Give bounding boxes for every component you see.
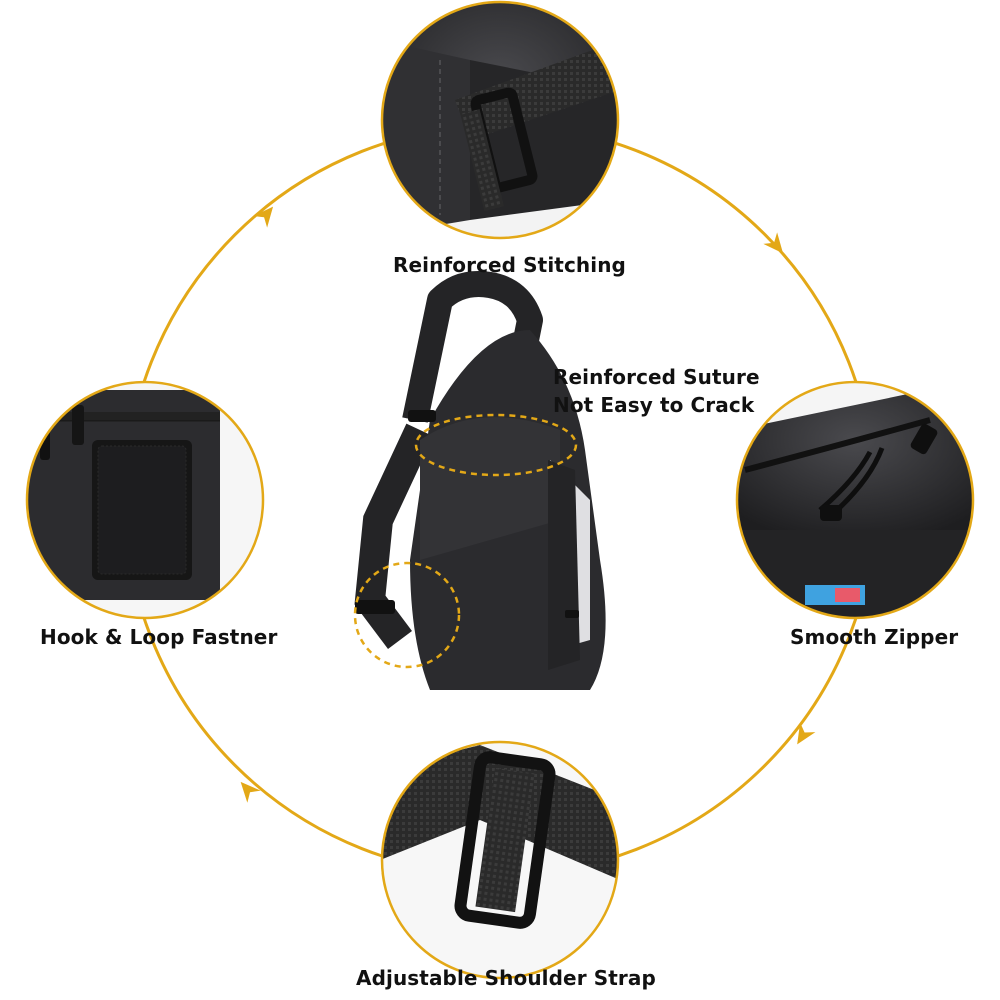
detail-strap-photo [380, 740, 620, 980]
arrow-bottom-right-icon [797, 722, 816, 745]
arrow-top-right-icon [763, 232, 784, 254]
direction-arrows [240, 206, 816, 803]
detail-hook-loop-photo [25, 380, 265, 620]
label-suture-line1: Reinforced Suture [553, 365, 760, 389]
arrow-top-left-icon [253, 206, 274, 228]
label-suture-line2: Not Easy to Crack [553, 393, 755, 417]
detail-stitching-photo [380, 0, 620, 240]
suture-highlight-ellipse [414, 413, 578, 477]
buckle-highlight-circle [353, 561, 461, 669]
label-hook-loop-fastner: Hook & Loop Fastner [40, 625, 278, 649]
detail-zipper-photo [735, 380, 975, 620]
label-reinforced-suture: Reinforced Suture Not Easy to Crack [553, 363, 760, 419]
sling-bag-photo [354, 271, 606, 690]
label-reinforced-stitching: Reinforced Stitching [393, 253, 626, 277]
arrow-bottom-left-icon [240, 781, 261, 803]
label-smooth-zipper: Smooth Zipper [790, 625, 959, 649]
label-adjustable-shoulder-strap: Adjustable Shoulder Strap [356, 966, 656, 990]
